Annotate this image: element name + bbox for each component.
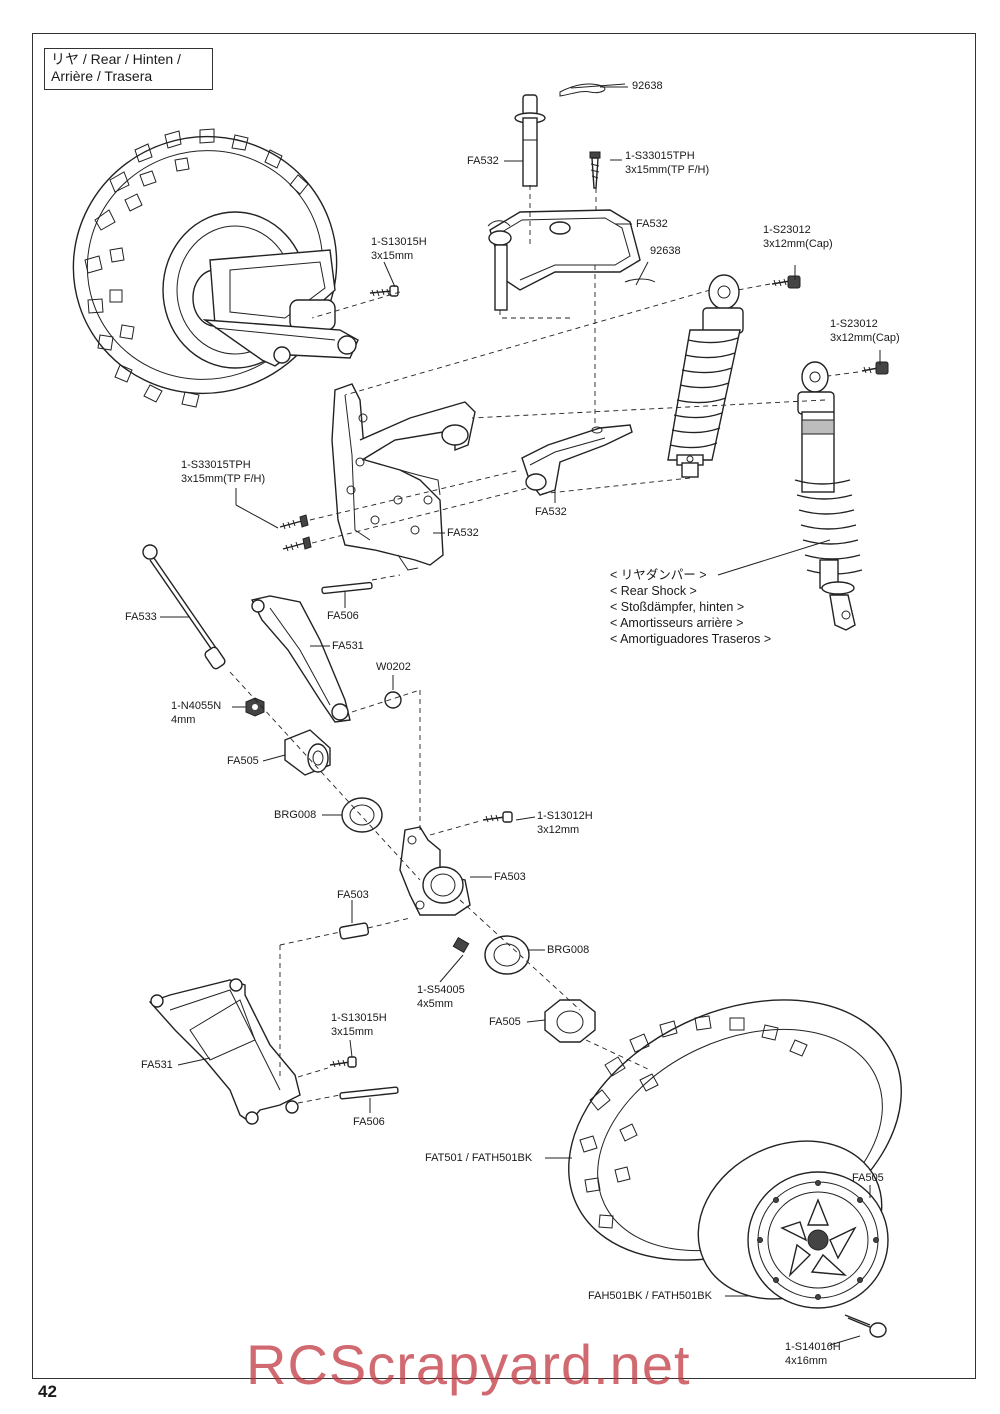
label-s23012-right: 1-S23012 (830, 318, 878, 330)
watermark-text: RCScrapyard.net (246, 1333, 691, 1396)
label-fa532-plate: FA532 (636, 218, 668, 230)
label-s33015tph-upper: 1-S33015TPH (625, 150, 695, 162)
label-rear-shock-fr: < Amortisseurs arrière > (610, 616, 744, 630)
shock-tower (331, 383, 476, 571)
label-w0202: W0202 (376, 661, 411, 673)
label-fa532-tower: FA532 (447, 527, 479, 539)
label-fah501bk: FAH501BK / FATH501BK (588, 1290, 712, 1302)
label-s23012-left: 1-S23012 (763, 224, 811, 236)
lower-tire-assembly (568, 999, 902, 1338)
page-frame (32, 33, 976, 1379)
rear-shock-right (794, 361, 863, 631)
label-fa532-brace: FA532 (535, 506, 567, 518)
label-s33015tph-lower-size: 3x15mm(TP F/H) (181, 473, 266, 485)
section-title-line2: Arrière / Trasera (51, 68, 153, 84)
label-fa532-post: FA532 (467, 155, 499, 167)
lower-parts (142, 544, 596, 1125)
label-n4055n: 1-N4055N (171, 700, 222, 712)
label-brg008-lower: BRG008 (547, 944, 590, 956)
upper-tire-assembly (72, 128, 359, 408)
label-fat501: FAT501 / FATH501BK (425, 1152, 533, 1164)
label-fa505-upper: FA505 (227, 755, 259, 767)
label-fa533: FA533 (125, 611, 157, 623)
label-brg008-upper: BRG008 (274, 809, 317, 821)
label-s14016h: 1-S14016H (785, 1341, 841, 1353)
label-s54005: 1-S54005 (417, 984, 465, 996)
page-number: 42 (38, 1382, 57, 1401)
label-fa506-lower: FA506 (353, 1116, 385, 1128)
label-s13012h-size: 3x12mm (537, 824, 580, 836)
label-rear-shock-es: < Amortiguadores Traseros > (610, 632, 772, 646)
label-s33015tph-lower: 1-S33015TPH (181, 459, 251, 471)
label-rear-shock-de: < Stoßdämpfer, hinten > (610, 600, 745, 614)
assembly-lines (229, 185, 859, 1104)
label-n4055n-size: 4mm (171, 714, 196, 726)
label-rear-shock-en: < Rear Shock > (610, 584, 697, 598)
leader-lines (160, 86, 881, 1346)
label-s13015h-upper: 1-S13015H (371, 236, 427, 248)
label-fa505-wheel: FA505 (852, 1172, 884, 1184)
label-fa503-carrier: FA503 (494, 871, 526, 883)
label-fa531-upper: FA531 (332, 640, 364, 652)
label-s14016h-size: 4x16mm (785, 1355, 828, 1367)
body-post-parts (487, 83, 656, 311)
label-92638-lower: 92638 (650, 245, 681, 257)
label-fa503-pin: FA503 (337, 889, 369, 901)
label-s13012h: 1-S13012H (537, 810, 593, 822)
label-s13015h-lower: 1-S13015H (331, 1012, 387, 1024)
label-fa506-upper: FA506 (327, 610, 359, 622)
section-title-box: リヤ / Rear / Hinten / Arrière / Trasera (44, 48, 213, 90)
screws-upper (279, 275, 889, 552)
rear-shock-left (667, 274, 744, 478)
section-title-line1: リヤ / Rear / Hinten / (51, 51, 181, 67)
label-s33015tph-upper-size: 3x15mm(TP F/H) (625, 164, 710, 176)
label-s13015h-upper-size: 3x15mm (371, 250, 414, 262)
label-s54005-size: 4x5mm (417, 998, 454, 1010)
label-s23012-left-size: 3x12mm(Cap) (763, 238, 833, 250)
label-s23012-right-size: 3x12mm(Cap) (830, 332, 900, 344)
label-s13015h-lower-size: 3x15mm (331, 1026, 374, 1038)
label-92638-upper: 92638 (632, 80, 663, 92)
label-fa531-lower: FA531 (141, 1059, 173, 1071)
upper-brace (521, 424, 633, 496)
label-fa505-lower: FA505 (489, 1016, 521, 1028)
label-rear-shock-jp: < リヤダンパー > (610, 568, 707, 582)
